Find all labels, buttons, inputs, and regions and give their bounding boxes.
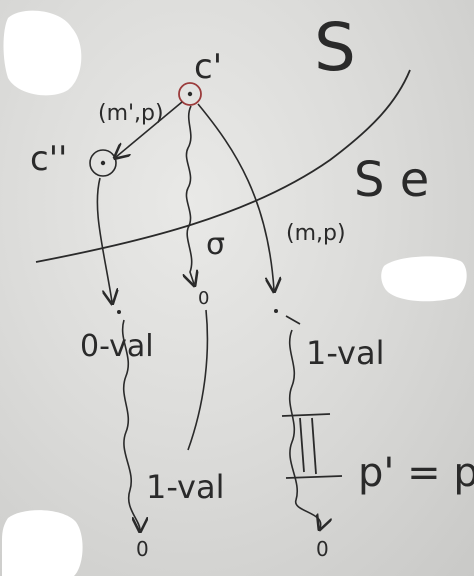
left-wavy-path bbox=[121, 319, 140, 530]
right-level-dot bbox=[274, 309, 278, 313]
label-s-e: S e bbox=[354, 152, 429, 208]
edge-c-prime-to-c-double-prime bbox=[116, 101, 183, 157]
label-c-prime: c' bbox=[194, 47, 222, 87]
node-c-prime-circle bbox=[178, 82, 202, 106]
label-mid-zero: 0 bbox=[198, 288, 209, 309]
label-bottom-zero-left: 0 bbox=[136, 537, 149, 561]
label-m-p: (m,p) bbox=[286, 221, 346, 246]
node-c-double-prime-dot bbox=[100, 160, 106, 166]
edge-c-prime-to-right bbox=[197, 103, 274, 290]
node-c-prime-dot bbox=[187, 91, 193, 97]
erased-blot-bottom-left bbox=[2, 510, 83, 576]
label-c-double-prime: c'' bbox=[30, 139, 67, 179]
boundary-curve bbox=[35, 69, 411, 263]
label-zero-val: 0-val bbox=[80, 329, 154, 364]
equality-bar-bottom bbox=[285, 475, 343, 479]
edge-c-double-prime-down bbox=[96, 177, 112, 302]
label-bottom-zero-right: 0 bbox=[316, 537, 329, 561]
middle-descending-line bbox=[187, 309, 209, 451]
label-one-val-right: 1-val bbox=[306, 334, 384, 372]
equality-bar-vert-1 bbox=[299, 417, 305, 473]
label-sigma: σ bbox=[206, 227, 225, 262]
left-level-dot bbox=[117, 310, 121, 314]
edge-sigma-wavy bbox=[186, 105, 194, 284]
label-p-eq: p' = p bbox=[358, 450, 474, 496]
node-c-double-prime-circle bbox=[89, 149, 117, 177]
label-s: S bbox=[314, 9, 356, 86]
right-wavy-path bbox=[288, 329, 321, 528]
right-tick bbox=[285, 315, 301, 325]
erased-blot-right bbox=[381, 256, 467, 302]
label-m-prime-p: (m',p) bbox=[98, 101, 164, 126]
equality-bar-top bbox=[281, 413, 331, 417]
equality-bar-vert-2 bbox=[311, 417, 317, 475]
label-one-val-mid: 1-val bbox=[146, 468, 224, 506]
erased-blot-top-left bbox=[3, 10, 82, 96]
